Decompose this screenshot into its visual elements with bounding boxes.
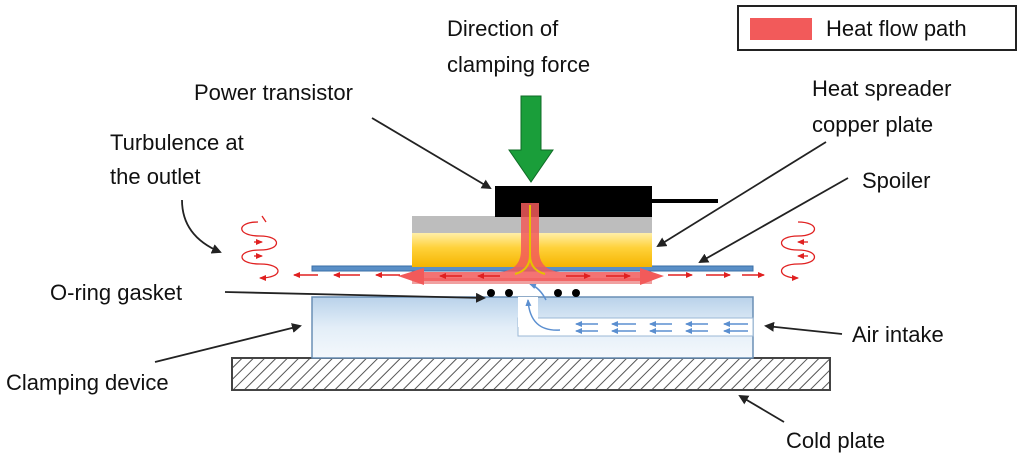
turbulence-left [241, 215, 279, 281]
label-cold-plate: Cold plate [786, 428, 885, 453]
legend-swatch [750, 18, 812, 40]
label-heat-spreader-line2: copper plate [812, 112, 933, 137]
label-turbulence-line2: the outlet [110, 164, 201, 189]
label-heat-spreader-line1: Heat spreader [812, 76, 951, 101]
label-direction-line1: Direction of [447, 16, 559, 41]
turbulence-swirl-icon [241, 221, 279, 281]
heat-flow-arrow-icon [398, 268, 424, 285]
leader-turbulence [181, 199, 222, 254]
leader-spoiler [698, 177, 849, 263]
label-clamping-device: Clamping device [6, 370, 169, 395]
heat-flow-arrow-icon [640, 268, 664, 285]
label-spoiler: Spoiler [862, 168, 930, 193]
turbulence-swirl-icon [780, 221, 816, 281]
oring-dot-icon [554, 289, 562, 297]
heat-dashes [293, 272, 765, 279]
leader-cold-plate [738, 394, 785, 423]
oring-dot-icon [487, 289, 495, 297]
leader-power-transistor [371, 117, 492, 190]
leader-heat-spreader [656, 141, 827, 248]
legend-label: Heat flow path [826, 16, 967, 41]
turbulence-right [780, 221, 816, 281]
heat-flow-vertical [424, 203, 640, 281]
cold-plate [231, 357, 831, 391]
heat-flow-path [398, 203, 664, 285]
air-turn-arrow-icon [525, 299, 561, 331]
leader-lines [154, 117, 849, 423]
air-up-arrow-icon [529, 283, 547, 301]
legend: Heat flow path [737, 5, 1017, 51]
air-channel [517, 317, 754, 337]
label-oring: O-ring gasket [50, 280, 182, 305]
air-intake-arrows [525, 283, 748, 334]
clamping-force-arrow [508, 95, 554, 183]
power-transistor [495, 186, 652, 217]
label-turbulence-line1: Turbulence at [110, 130, 244, 155]
leader-oring [224, 291, 486, 303]
label-direction-line2: clamping force [447, 52, 590, 77]
oring-dot-icon [505, 289, 513, 297]
leader-air-intake [764, 321, 843, 335]
label-power-transistor: Power transistor [194, 80, 353, 105]
heat-core-line [514, 205, 546, 275]
turbulence-swirl-icon [261, 215, 267, 223]
label-air-intake: Air intake [852, 322, 944, 347]
oring-dot-icon [572, 289, 580, 297]
oring-gasket [487, 289, 580, 297]
leader-clamping-device [154, 323, 302, 363]
